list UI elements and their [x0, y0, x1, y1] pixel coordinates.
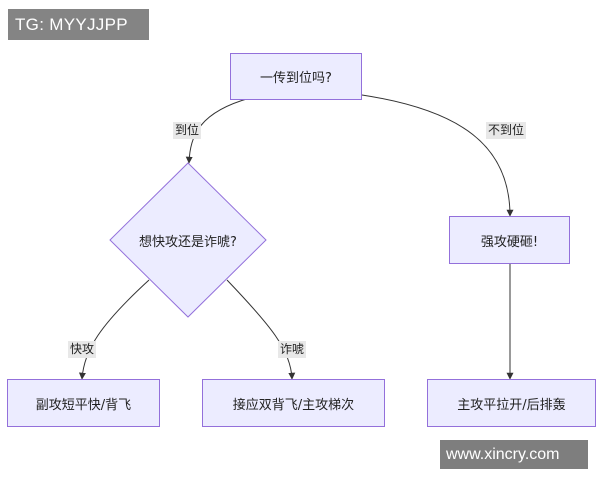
node-quick-label: 副攻短平快/背飞 [35, 397, 132, 413]
node-start: 一传到位吗? [230, 53, 362, 100]
edge-label-no: 不到位 [486, 122, 527, 139]
edge-start-to-decision [185, 97, 251, 164]
edge-decision-to-quick [78, 279, 150, 380]
watermark-bottom-right: www.xincry.com [440, 440, 588, 469]
node-decision-label: 想快攻还是诈唬? [139, 235, 237, 250]
edge-label-yes: 到位 [173, 122, 202, 139]
edge-start-to-hard-attack [361, 94, 514, 217]
edge-label-quick: 快攻 [68, 341, 97, 358]
node-hard-attack: 强攻硬砸! [449, 216, 570, 264]
edge-label-bluff: 诈唬 [278, 341, 307, 358]
node-bluff-label: 接应双背飞/主攻梯次 [232, 397, 355, 413]
node-main-label: 主攻平拉开/后排轰 [457, 397, 566, 413]
node-start-label: 一传到位吗? [260, 71, 332, 86]
node-main: 主攻平拉开/后排轰 [427, 379, 596, 427]
watermark-top-left: TG: MYYJJPP [8, 9, 149, 40]
node-bluff: 接应双背飞/主攻梯次 [202, 379, 385, 427]
decision-diamond [109, 162, 267, 318]
node-quick: 副攻短平快/背飞 [7, 379, 160, 427]
edge-decision-to-bluff [226, 279, 296, 380]
node-hard-attack-label: 强攻硬砸! [480, 234, 539, 250]
